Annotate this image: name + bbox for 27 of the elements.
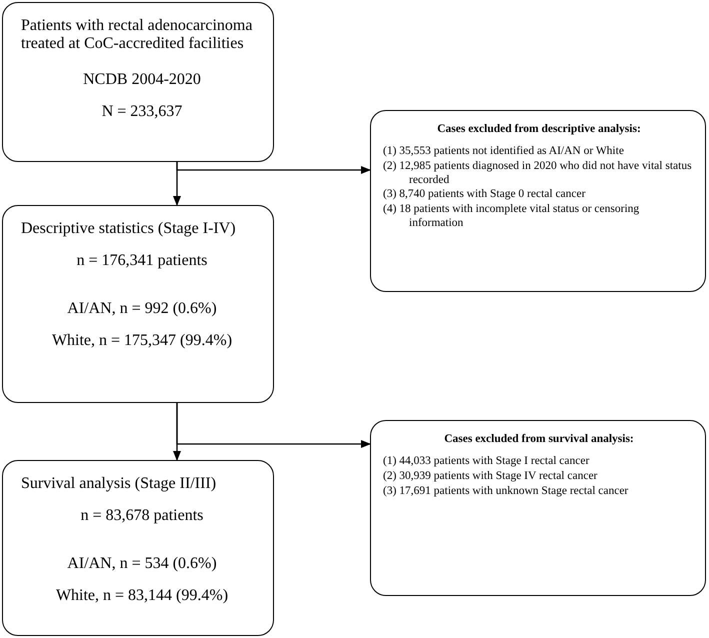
box-text: AI/AN, n = 534 (0.6%) <box>66 555 218 573</box>
arrow <box>176 162 371 174</box>
box-text: NCDB 2004-2020 <box>82 71 202 89</box>
box-heading: Cases excluded from descriptive analysis: <box>436 123 642 135</box>
box-heading: Patients with rectal adenocarcinoma treated at CoC-accredited facilities <box>21 17 254 53</box>
list-item: (1) 35,553 patients not identified as AI/AN or White <box>383 145 625 159</box>
process-box <box>2 460 274 636</box>
box-text: n = 176,341 patients <box>76 252 208 270</box>
process-box <box>2 2 274 162</box>
list-item: (1) 44,033 patients with Stage I rectal cancer <box>383 455 590 469</box>
exclusion-box <box>370 420 706 596</box>
list-item: (2) 30,939 patients with Stage IV rectal cancer <box>383 470 598 484</box>
process-box <box>2 205 274 403</box>
box-text: n = 83,678 patients <box>80 507 204 525</box>
box-text: AI/AN, n = 992 (0.6%) <box>66 300 218 318</box>
list-item: (3) 8,740 patients with Stage 0 rectal cancer <box>383 188 586 202</box>
box-text: White, n = 83,144 (99.4%) <box>54 587 230 605</box>
box-heading: Descriptive statistics (Stage I-IV) <box>21 220 237 238</box>
list-item: (2) 12,985 patients diagnosed in 2020 who did not have vital status recorded <box>383 160 693 188</box>
box-heading: Survival analysis (Stage II/III) <box>21 475 218 493</box>
box-text: White, n = 175,347 (99.4%) <box>50 332 234 350</box>
box-heading: Cases excluded from survival analysis: <box>443 433 635 445</box>
list-item: (4) 18 patients with incomplete vital status or censoring information <box>383 203 640 231</box>
arrow <box>176 403 371 448</box>
exclusion-box <box>370 110 706 292</box>
list-item: (3) 17,691 patients with unknown Stage rectal cancer <box>383 484 630 498</box>
box-text: N = 233,637 <box>100 103 184 121</box>
